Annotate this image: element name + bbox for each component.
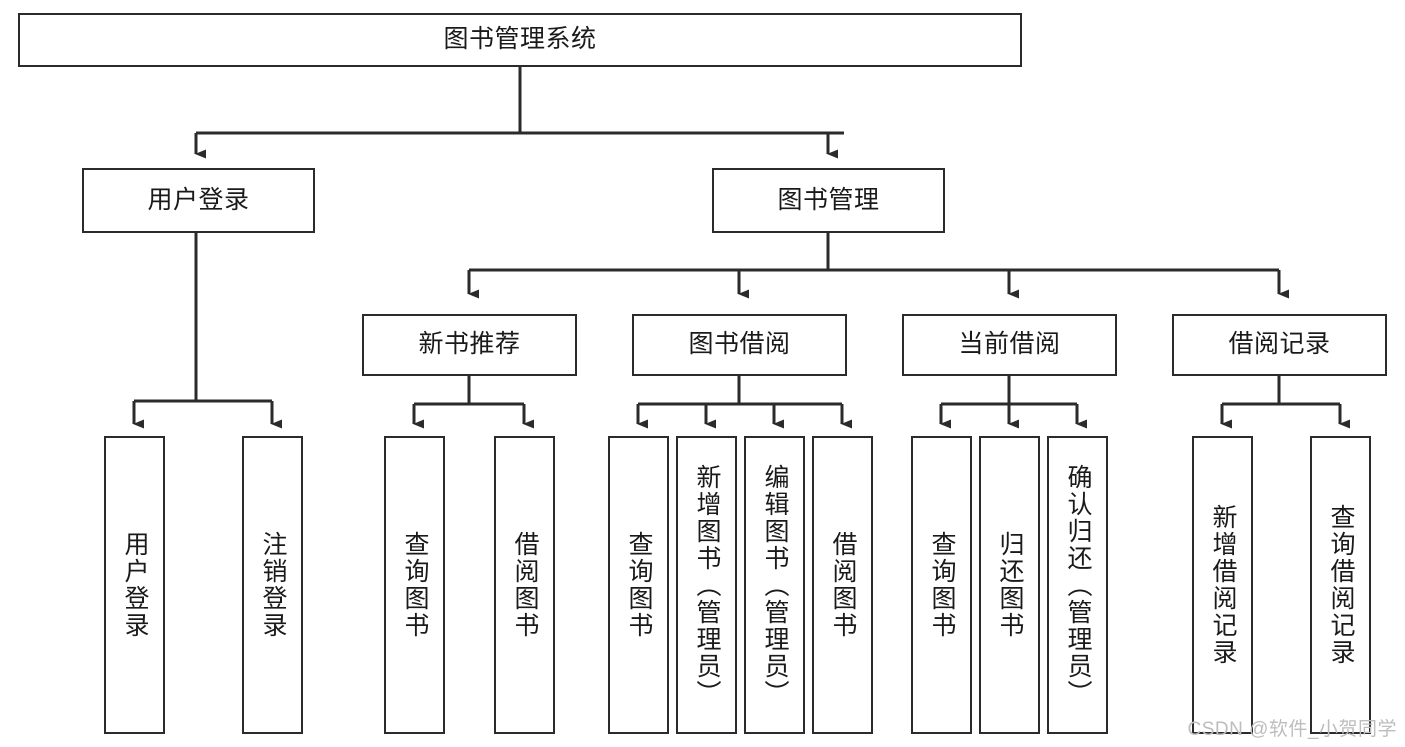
node-label: 新书推荐 <box>418 330 521 359</box>
leaf-user-login[interactable]: 用户登录 <box>104 436 165 734</box>
leaf-query-books-recommend[interactable]: 查询图书 <box>384 436 445 734</box>
node-label: 编辑图书（管理员） <box>761 463 789 707</box>
node-book-borrowing[interactable]: 图书借阅 <box>632 314 847 376</box>
node-current-borrowing[interactable]: 当前借阅 <box>902 314 1117 376</box>
leaf-confirm-return-admin[interactable]: 确认归还（管理员） <box>1047 436 1108 734</box>
leaf-borrow-books[interactable]: 借阅图书 <box>812 436 873 734</box>
node-label: 当前借阅 <box>958 330 1061 359</box>
node-label: 用户登录 <box>121 531 149 639</box>
leaf-query-borrow-record[interactable]: 查询借阅记录 <box>1310 436 1371 734</box>
node-label: 借阅记录 <box>1228 330 1331 359</box>
node-label: 确认归还（管理员） <box>1064 463 1092 707</box>
node-label: 借阅图书 <box>511 531 539 639</box>
node-label: 用户登录 <box>147 185 250 214</box>
leaf-add-book-admin[interactable]: 新增图书（管理员） <box>676 436 737 734</box>
leaf-return-books[interactable]: 归还图书 <box>979 436 1040 734</box>
node-user-login[interactable]: 用户登录 <box>82 168 315 233</box>
node-borrowing-records[interactable]: 借阅记录 <box>1172 314 1387 376</box>
node-label: 查询图书 <box>625 531 653 639</box>
node-new-book-recommendation[interactable]: 新书推荐 <box>362 314 577 376</box>
node-label: 归还图书 <box>996 531 1024 639</box>
leaf-query-books-borrow[interactable]: 查询图书 <box>608 436 669 734</box>
node-label: 查询图书 <box>928 531 956 639</box>
node-book-management[interactable]: 图书管理 <box>712 168 945 233</box>
node-label: 图书管理系统 <box>443 25 597 54</box>
leaf-edit-book-admin[interactable]: 编辑图书（管理员） <box>744 436 805 734</box>
leaf-logout[interactable]: 注销登录 <box>242 436 303 734</box>
node-label: 图书管理 <box>777 185 880 214</box>
leaf-borrow-books-recommend[interactable]: 借阅图书 <box>494 436 555 734</box>
leaf-add-borrow-record[interactable]: 新增借阅记录 <box>1192 436 1253 734</box>
node-label: 查询借阅记录 <box>1327 504 1355 666</box>
watermark: CSDN @软件_小贺同学 <box>1187 719 1397 740</box>
node-label: 图书借阅 <box>688 330 791 359</box>
node-label: 查询图书 <box>401 531 429 639</box>
node-label: 新增借阅记录 <box>1209 504 1237 666</box>
leaf-query-books-current[interactable]: 查询图书 <box>911 436 972 734</box>
node-label: 新增图书（管理员） <box>693 463 721 707</box>
node-label: 借阅图书 <box>829 531 857 639</box>
node-label: 注销登录 <box>259 531 287 639</box>
node-root-book-management-system[interactable]: 图书管理系统 <box>18 13 1022 67</box>
